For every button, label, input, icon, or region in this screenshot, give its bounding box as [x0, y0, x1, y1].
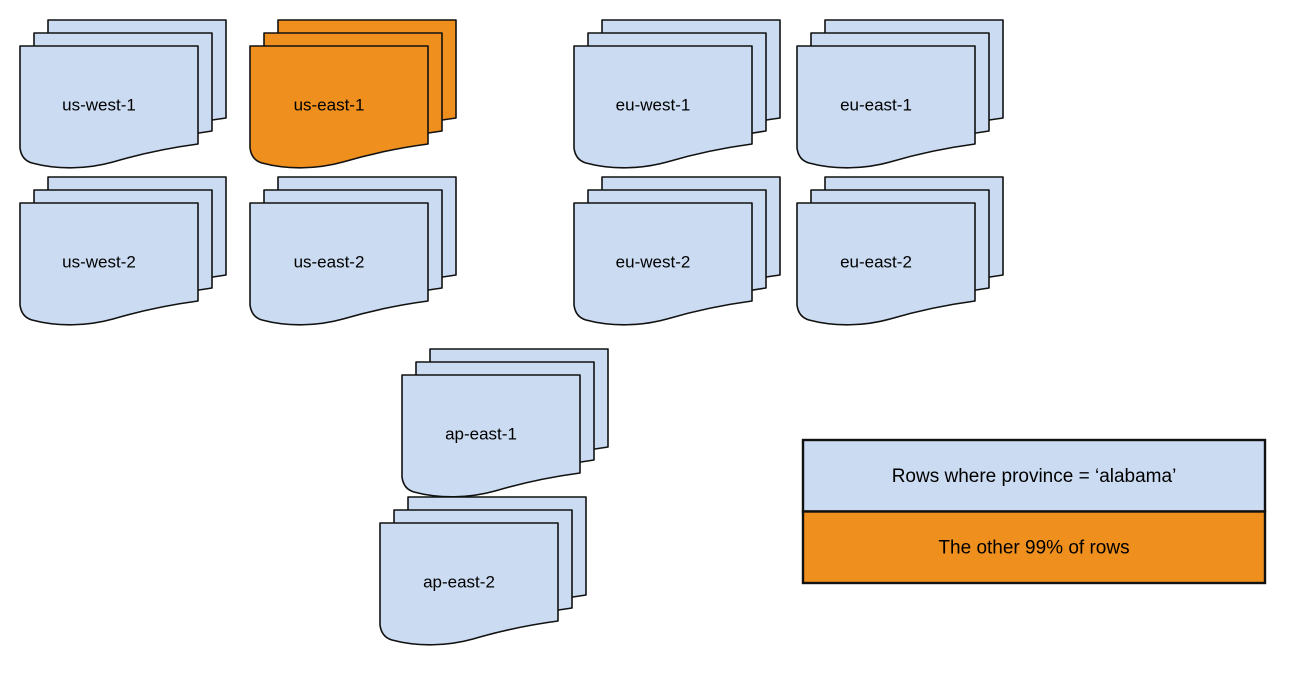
region-stack-label: ap-east-2 — [423, 572, 495, 591]
region-stack-label: us-west-1 — [62, 95, 136, 114]
region-stack-label: us-east-2 — [294, 252, 365, 271]
region-stack-eu-west-2[interactable]: eu-west-2 — [573, 176, 781, 326]
region-stacks-group: us-west-1 us-east-1 eu-west-1 eu-east-1 us-w… — [19, 19, 1004, 646]
region-stack-label: ap-east-1 — [445, 424, 517, 443]
legend-swatch — [801, 438, 1267, 513]
region-stack-ap-east-1[interactable]: ap-east-1 — [401, 348, 609, 498]
region-stack-ap-east-2[interactable]: ap-east-2 — [379, 496, 587, 646]
region-stack-us-east-2[interactable]: us-east-2 — [249, 176, 457, 326]
region-stack-eu-east-2[interactable]: eu-east-2 — [796, 176, 1004, 326]
region-stack-label: eu-east-1 — [840, 95, 912, 114]
legend-text: The other 99% of rows — [938, 537, 1129, 558]
region-stack-us-west-2[interactable]: us-west-2 — [19, 176, 227, 326]
legend-row-alabama[interactable]: Rows where province = ‘alabama’ — [801, 438, 1267, 513]
region-stack-eu-west-1[interactable]: eu-west-1 — [573, 19, 781, 169]
legend-swatch — [801, 510, 1267, 585]
region-stack-label: eu-west-2 — [616, 252, 691, 271]
region-stack-label: us-east-1 — [294, 95, 365, 114]
region-stack-us-west-1[interactable]: us-west-1 — [19, 19, 227, 169]
legend-row-other[interactable]: The other 99% of rows — [801, 510, 1267, 585]
region-stack-eu-east-1[interactable]: eu-east-1 — [796, 19, 1004, 169]
region-stack-us-east-1[interactable]: us-east-1 — [249, 19, 457, 169]
legend-text: Rows where province = ‘alabama’ — [892, 466, 1177, 487]
legend-group: Rows where province = ‘alabama’ The other… — [801, 438, 1267, 585]
region-stack-label: us-west-2 — [62, 252, 136, 271]
region-stack-label: eu-east-2 — [840, 252, 912, 271]
region-stack-label: eu-west-1 — [616, 95, 691, 114]
